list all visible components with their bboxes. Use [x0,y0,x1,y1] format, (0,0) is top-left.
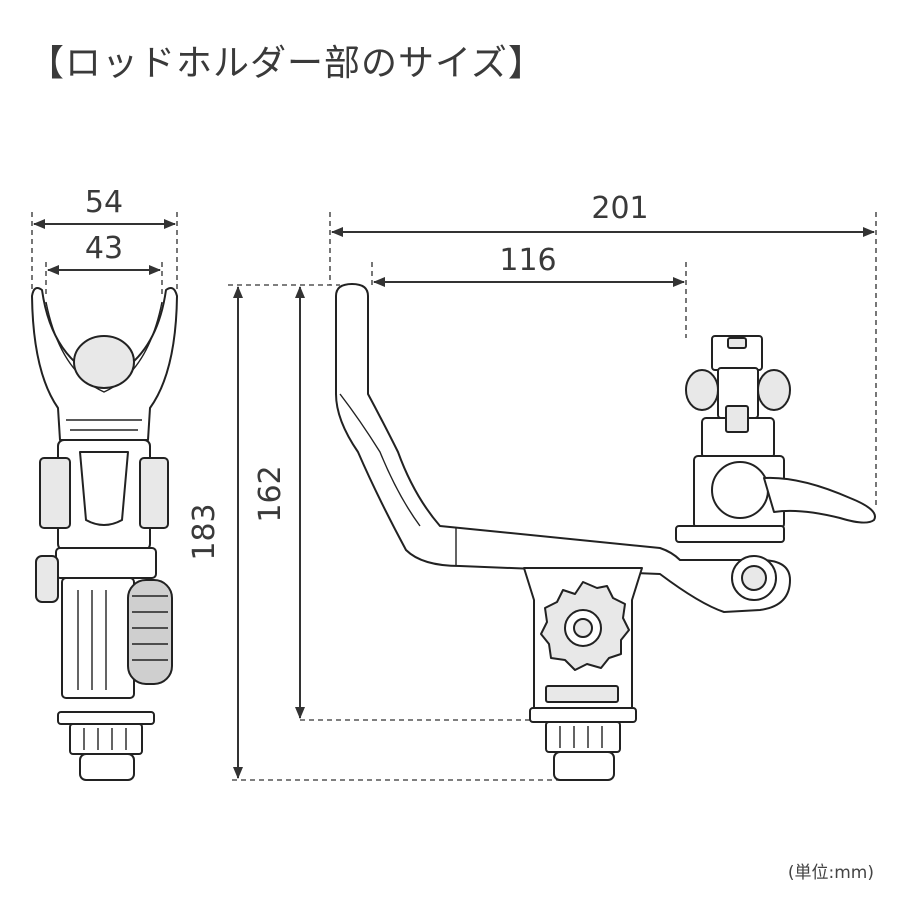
front-side-knob [35,555,59,603]
side-clamp-plate [675,525,785,543]
front-ratchet-wheel [127,579,173,685]
dim-label-54: 54 [85,185,123,220]
dim-label-43: 43 [85,231,123,266]
front-lower-band [55,547,157,579]
dim-label-162: 162 [253,465,288,522]
front-cradle-knob [73,335,135,389]
side-mount-plate [529,707,637,723]
front-right-cap [139,457,169,529]
side-clamp-cam [711,461,769,519]
front-base-mount [69,723,143,755]
side-clamp-lever [763,476,876,524]
side-mount-foot [553,751,615,781]
side-clamp-left-knob [685,369,719,411]
front-cradle [31,287,178,441]
front-view: 54 43 [31,185,178,781]
front-left-cap [39,457,71,529]
side-mount-badge [545,685,619,703]
unit-note: (単位:mm) [787,863,874,883]
side-mount-base [545,721,621,753]
side-holder-arm [335,283,791,613]
side-clamp-right-knob [757,369,791,411]
front-center-slot [79,451,129,526]
front-base-plate [57,711,155,725]
front-base-foot [79,753,135,781]
side-view: 201 116 183 162 [187,191,877,781]
dim-label-116: 116 [499,243,556,278]
front-shaft [61,577,135,699]
dim-label-201: 201 [591,191,648,226]
page-title: 【ロッドホルダー部のサイズ】 [28,43,545,84]
dim-label-183: 183 [187,503,222,560]
